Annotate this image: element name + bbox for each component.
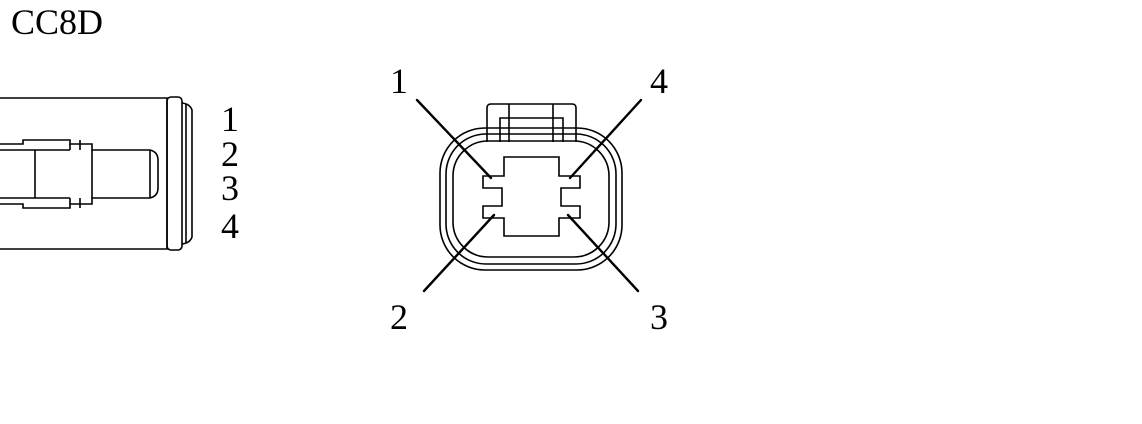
pin-leader-lines <box>415 98 643 293</box>
side-pin-label-1: 1 <box>221 99 239 139</box>
leader-line-2 <box>422 213 496 293</box>
leader-line-4 <box>568 98 643 180</box>
side-pin-label-4: 4 <box>221 206 239 246</box>
connector-side-view <box>0 96 193 251</box>
leader-line-1 <box>415 98 493 180</box>
face-pin-label-3: 3 <box>650 297 668 337</box>
face-pin-label-4: 4 <box>650 61 668 101</box>
connector-face-view <box>439 103 623 271</box>
side-pin-label-3: 3 <box>221 168 239 208</box>
face-pin-label-1: 1 <box>390 61 408 101</box>
side-pin-label-2: 2 <box>221 134 239 174</box>
connector-title: CC8D <box>11 2 104 42</box>
leader-line-3 <box>566 213 640 293</box>
face-pin-label-2: 2 <box>390 297 408 337</box>
